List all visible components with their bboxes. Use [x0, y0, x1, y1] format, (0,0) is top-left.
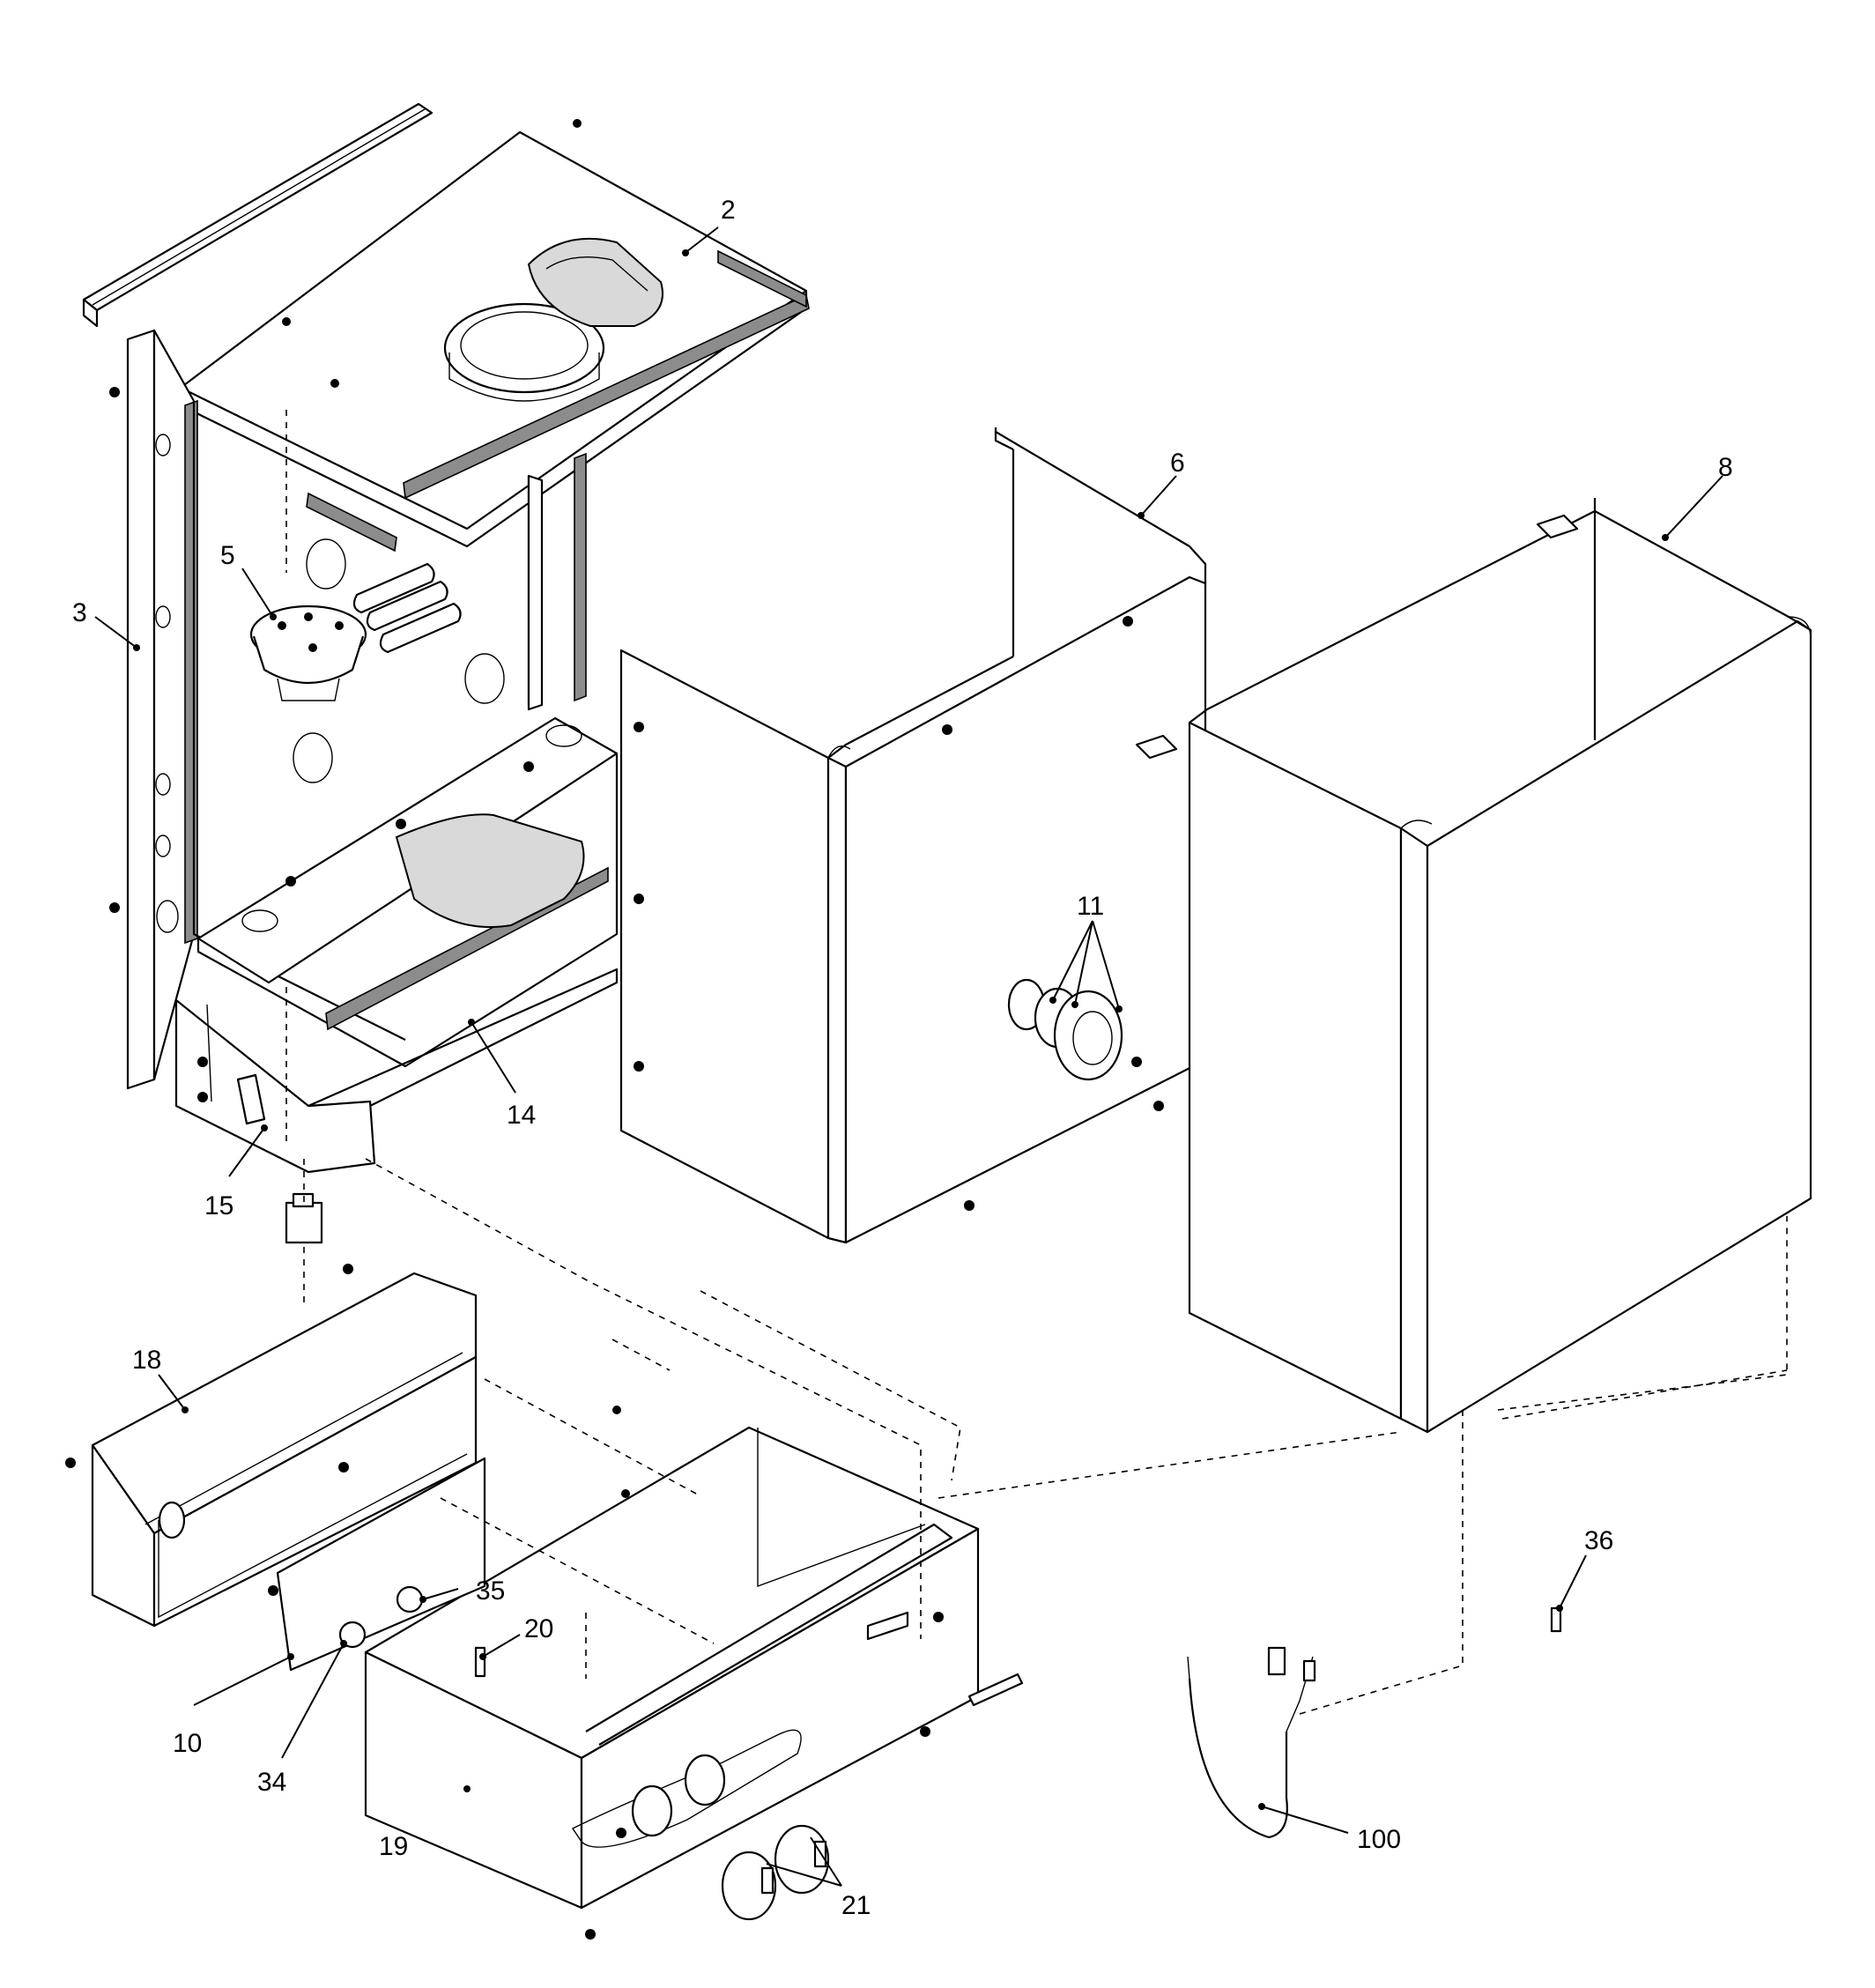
callout-35: 35	[476, 1576, 505, 1606]
callout-leaders	[94, 226, 1723, 1887]
assembly-guides	[285, 410, 1788, 1715]
burner-assembly	[249, 605, 367, 701]
callout-19: 19	[379, 1832, 408, 1861]
callout-21: 21	[841, 1891, 871, 1920]
callout-8: 8	[1718, 453, 1733, 482]
fasteners	[65, 119, 1164, 1940]
callout-18: 18	[132, 1346, 161, 1375]
chassis-frame	[82, 102, 810, 1174]
callout-2: 2	[721, 196, 736, 225]
callout-6: 6	[1170, 449, 1185, 478]
callout-15: 15	[204, 1191, 233, 1220]
callout-36: 36	[1584, 1526, 1613, 1555]
callout-labels: 2 3 5 6 8 10 11 14 15 18 19 20 21 34 35 …	[72, 196, 1733, 1920]
outer-casing	[1135, 498, 1812, 1434]
callout-14: 14	[507, 1101, 536, 1130]
callout-100: 100	[1357, 1825, 1401, 1854]
wiring-harness	[1187, 1646, 1316, 1839]
front-casing-panel	[619, 427, 1207, 1244]
ignition-device	[285, 1192, 323, 1244]
callout-5: 5	[220, 541, 235, 570]
callout-20: 20	[524, 1614, 553, 1643]
callout-3: 3	[72, 598, 87, 627]
callout-11: 11	[1077, 892, 1104, 921]
callout-34: 34	[257, 1768, 286, 1797]
control-box	[91, 1272, 1024, 1921]
callout-10: 10	[173, 1729, 202, 1758]
